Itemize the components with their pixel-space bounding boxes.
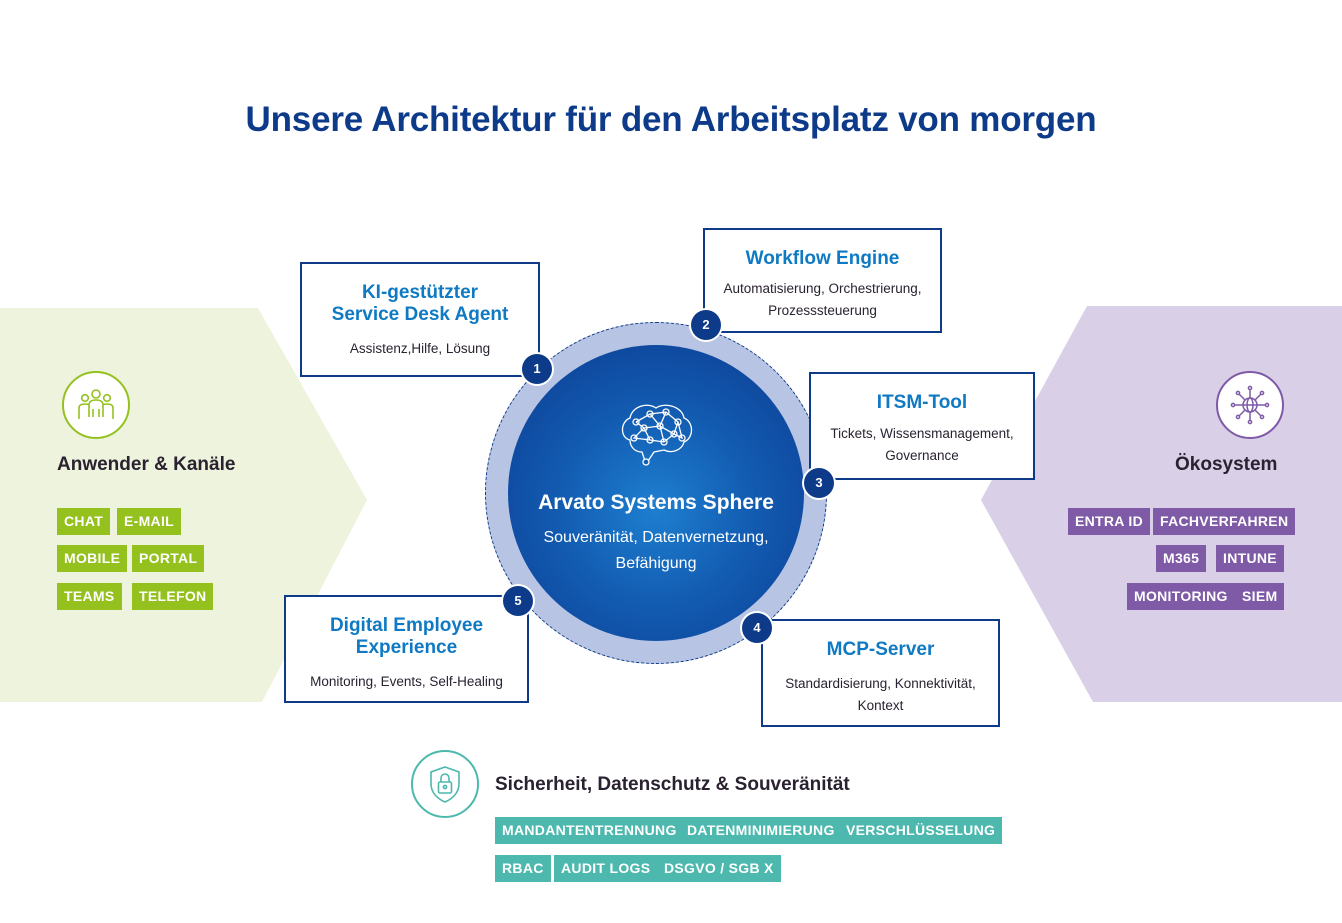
tag-fachverfahren: FACHVERFAHREN — [1153, 508, 1296, 535]
component-title: ITSM-Tool — [876, 392, 968, 413]
brain-network-icon — [616, 400, 696, 475]
component-itsm-tool: ITSM-Tool Tickets, Wissensmanagement, Go… — [809, 372, 1035, 480]
tag-m365: M365 — [1156, 545, 1207, 572]
page-title: Unsere Architektur für den Arbeitsplatz … — [245, 100, 1097, 139]
shield-lock-icon — [411, 750, 479, 818]
tag-datenminimierung: DATENMINIMIERUNG — [680, 817, 842, 844]
component-description: Standardisierung, Konnektivität, Kontext — [785, 676, 976, 713]
tag-teams: TEAMS — [57, 583, 122, 610]
network-globe-icon — [1216, 371, 1284, 439]
component-title: MCP-Server — [826, 639, 935, 660]
sphere-subtitle: Souveränität, Datenvernetzung, Befähigun… — [543, 529, 769, 572]
component-service-desk-agent: KI-gestützter Service Desk Agent Assiste… — [300, 262, 540, 377]
component-description: Tickets, Wissensmanagement, Governance — [830, 426, 1014, 463]
tag-siem: SIEM — [1235, 583, 1285, 610]
component-title: Workflow Engine — [745, 248, 900, 269]
badge-2: 2 — [691, 310, 721, 340]
tag-entra-id: ENTRA ID — [1068, 508, 1150, 535]
tag-chat: CHAT — [57, 508, 111, 535]
tag-email: E-MAIL — [117, 508, 182, 535]
tag-audit-logs: AUDIT LOGS — [554, 855, 658, 882]
tag-telefon: TELEFON — [132, 583, 214, 610]
tag-mobile: MOBILE — [57, 545, 128, 572]
tag-verschluesselung: VERSCHLÜSSELUNG — [839, 817, 1003, 844]
badge-1: 1 — [522, 354, 552, 384]
component-title: KI-gestützter Service Desk Agent — [331, 282, 509, 325]
badge-3: 3 — [804, 468, 834, 498]
tag-dsgvo-sgb-x: DSGVO / SGB X — [657, 855, 781, 882]
tag-rbac: RBAC — [495, 855, 551, 882]
sphere-title: Arvato Systems Sphere — [538, 491, 774, 514]
component-description: Monitoring, Events, Self-Healing — [310, 674, 503, 689]
badge-5: 5 — [503, 586, 533, 616]
component-description: Automatisierung, Orchestrierung, Prozess… — [723, 281, 922, 318]
security-title: Sicherheit, Datenschutz & Souveränität — [495, 774, 850, 795]
badge-4: 4 — [742, 613, 772, 643]
users-icon — [62, 371, 130, 439]
component-title: Digital Employee Experience — [329, 615, 484, 658]
tag-monitoring: MONITORING — [1127, 583, 1235, 610]
right-panel-background — [981, 306, 1342, 702]
component-digital-employee-experience: Digital Employee Experience Monitoring, … — [284, 595, 529, 703]
users-channels-title: Anwender & Kanäle — [57, 454, 236, 475]
tag-intune: INTUNE — [1216, 545, 1284, 572]
component-workflow-engine: Workflow Engine Automatisierung, Orchest… — [703, 228, 942, 333]
sphere-core: Arvato Systems Sphere Souveränität, Date… — [508, 345, 804, 641]
component-mcp-server: MCP-Server Standardisierung, Konnektivit… — [761, 619, 1000, 727]
tag-portal: PORTAL — [132, 545, 205, 572]
ecosystem-title: Ökosystem — [1175, 454, 1278, 475]
component-description: Assistenz,Hilfe, Lösung — [349, 341, 491, 356]
tag-mandantentrennung: MANDANTENTRENNUNG — [495, 817, 684, 844]
